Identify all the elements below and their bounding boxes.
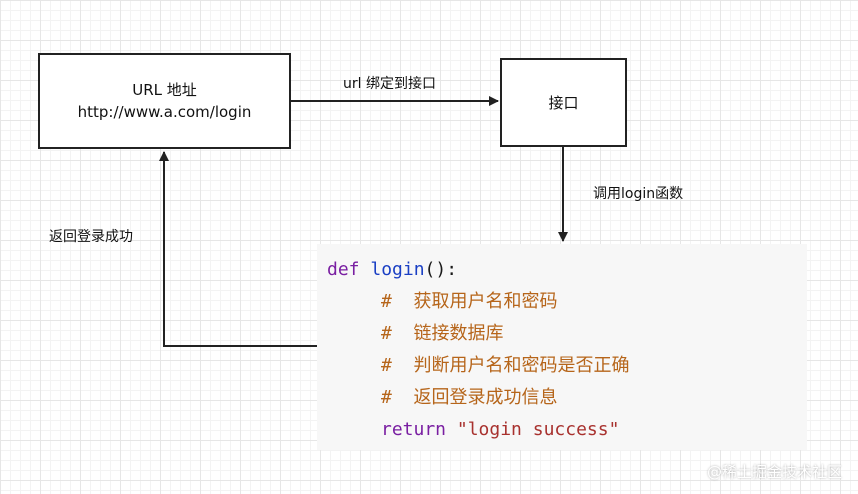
return-edge-label: 返回登录成功 [49, 229, 133, 245]
call-edge-label: 调用login函数 [593, 186, 684, 202]
function-name: login [370, 259, 425, 280]
return-arrow [159, 151, 317, 347]
code-comment-line: # 返回登录成功信息 [327, 382, 807, 414]
function-signature-tail: (): [424, 259, 458, 280]
code-comment: # 链接数据库 [381, 323, 504, 344]
url-node-address: http://www.a.com/login [77, 103, 252, 121]
url-node-title: URL 地址 [132, 81, 197, 99]
return-keyword: return [381, 419, 447, 440]
code-block: def login(): # 获取用户名和密码 # 链接数据库 # 判断用户名和… [317, 244, 807, 450]
watermark: @稀土掘金技术社区 [706, 463, 842, 481]
bind-edge-label: url 绑定到接口 [343, 76, 436, 92]
return-value: "login success" [456, 419, 620, 440]
api-node-label: 接口 [548, 93, 579, 112]
code-line-return: return "login success" [327, 414, 807, 446]
def-keyword: def [327, 259, 360, 280]
code-comment-line: # 链接数据库 [327, 318, 807, 350]
code-line-def: def login(): [327, 254, 807, 286]
url-node: URL 地址 http://www.a.com/login [38, 53, 291, 149]
code-comment: # 获取用户名和密码 [381, 291, 558, 312]
code-comment-line: # 判断用户名和密码是否正确 [327, 350, 807, 382]
code-comment-line: # 获取用户名和密码 [327, 286, 807, 318]
code-comment: # 返回登录成功信息 [381, 387, 558, 408]
api-node: 接口 [500, 58, 627, 147]
code-comment: # 判断用户名和密码是否正确 [381, 355, 630, 376]
